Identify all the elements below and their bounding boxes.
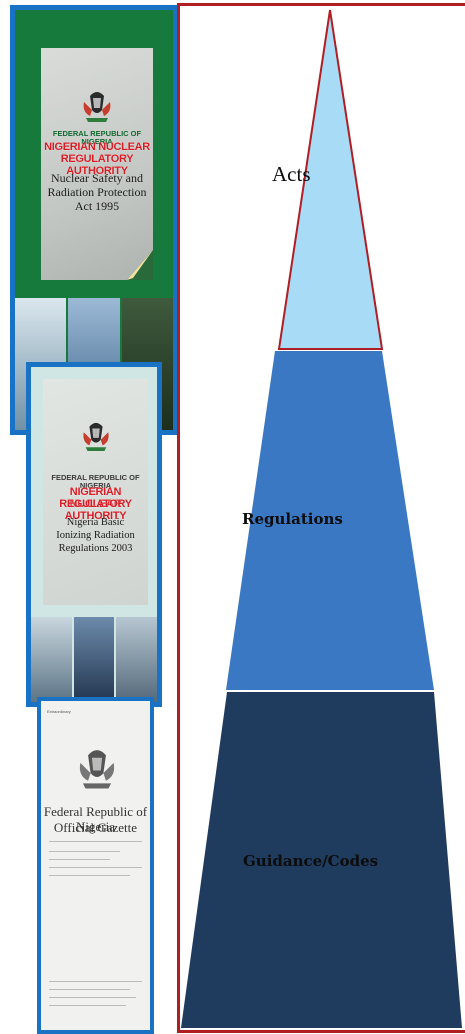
tier-label-guidance-codes: Guidance/Codes (243, 852, 378, 870)
tier-label-acts: Acts (272, 162, 311, 187)
tier-label-regulations: Regulations (242, 510, 343, 528)
